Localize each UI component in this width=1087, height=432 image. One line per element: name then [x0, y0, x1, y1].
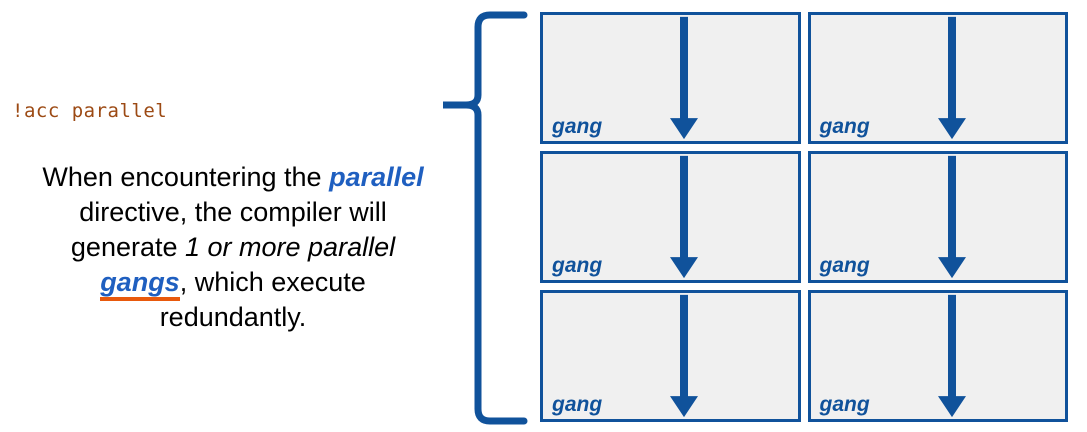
down-arrow-icon — [670, 16, 698, 140]
code-directive-text: !acc parallel — [12, 100, 168, 122]
gang-grid: gang gang gang gang gang — [540, 12, 1068, 422]
gang-label: gang — [552, 393, 603, 416]
keyword-parallel: parallel — [329, 162, 424, 192]
curly-brace-icon — [443, 11, 528, 425]
gang-label: gang — [552, 115, 603, 138]
down-arrow-icon — [937, 294, 966, 418]
gang-label: gang — [819, 393, 870, 416]
down-arrow-icon — [670, 155, 698, 279]
gang-box[interactable]: gang — [540, 290, 801, 422]
gang-box[interactable]: gang — [807, 290, 1068, 422]
down-arrow-icon — [670, 294, 698, 418]
gang-label: gang — [819, 254, 870, 277]
description-segment-1: When encountering the — [42, 162, 330, 192]
gang-label: gang — [552, 254, 603, 277]
gang-box[interactable]: gang — [540, 12, 801, 144]
description-segment-4: , which execute redundantly. — [159, 267, 366, 332]
description-segment-2: directive, the compiler will generate — [70, 197, 387, 262]
down-arrow-icon — [937, 155, 966, 279]
left-curly-brace — [440, 6, 530, 430]
gang-label: gang — [819, 115, 870, 138]
keyword-gangs: gangs — [100, 267, 180, 301]
gang-box[interactable]: gang — [540, 151, 801, 283]
gang-box[interactable]: gang — [807, 151, 1068, 283]
down-arrow-icon — [937, 16, 966, 140]
emphasis-one-or-more-parallel: 1 or more parallel — [185, 232, 396, 262]
description-paragraph: When encountering the parallel directive… — [28, 160, 438, 335]
gang-box[interactable]: gang — [807, 12, 1068, 144]
